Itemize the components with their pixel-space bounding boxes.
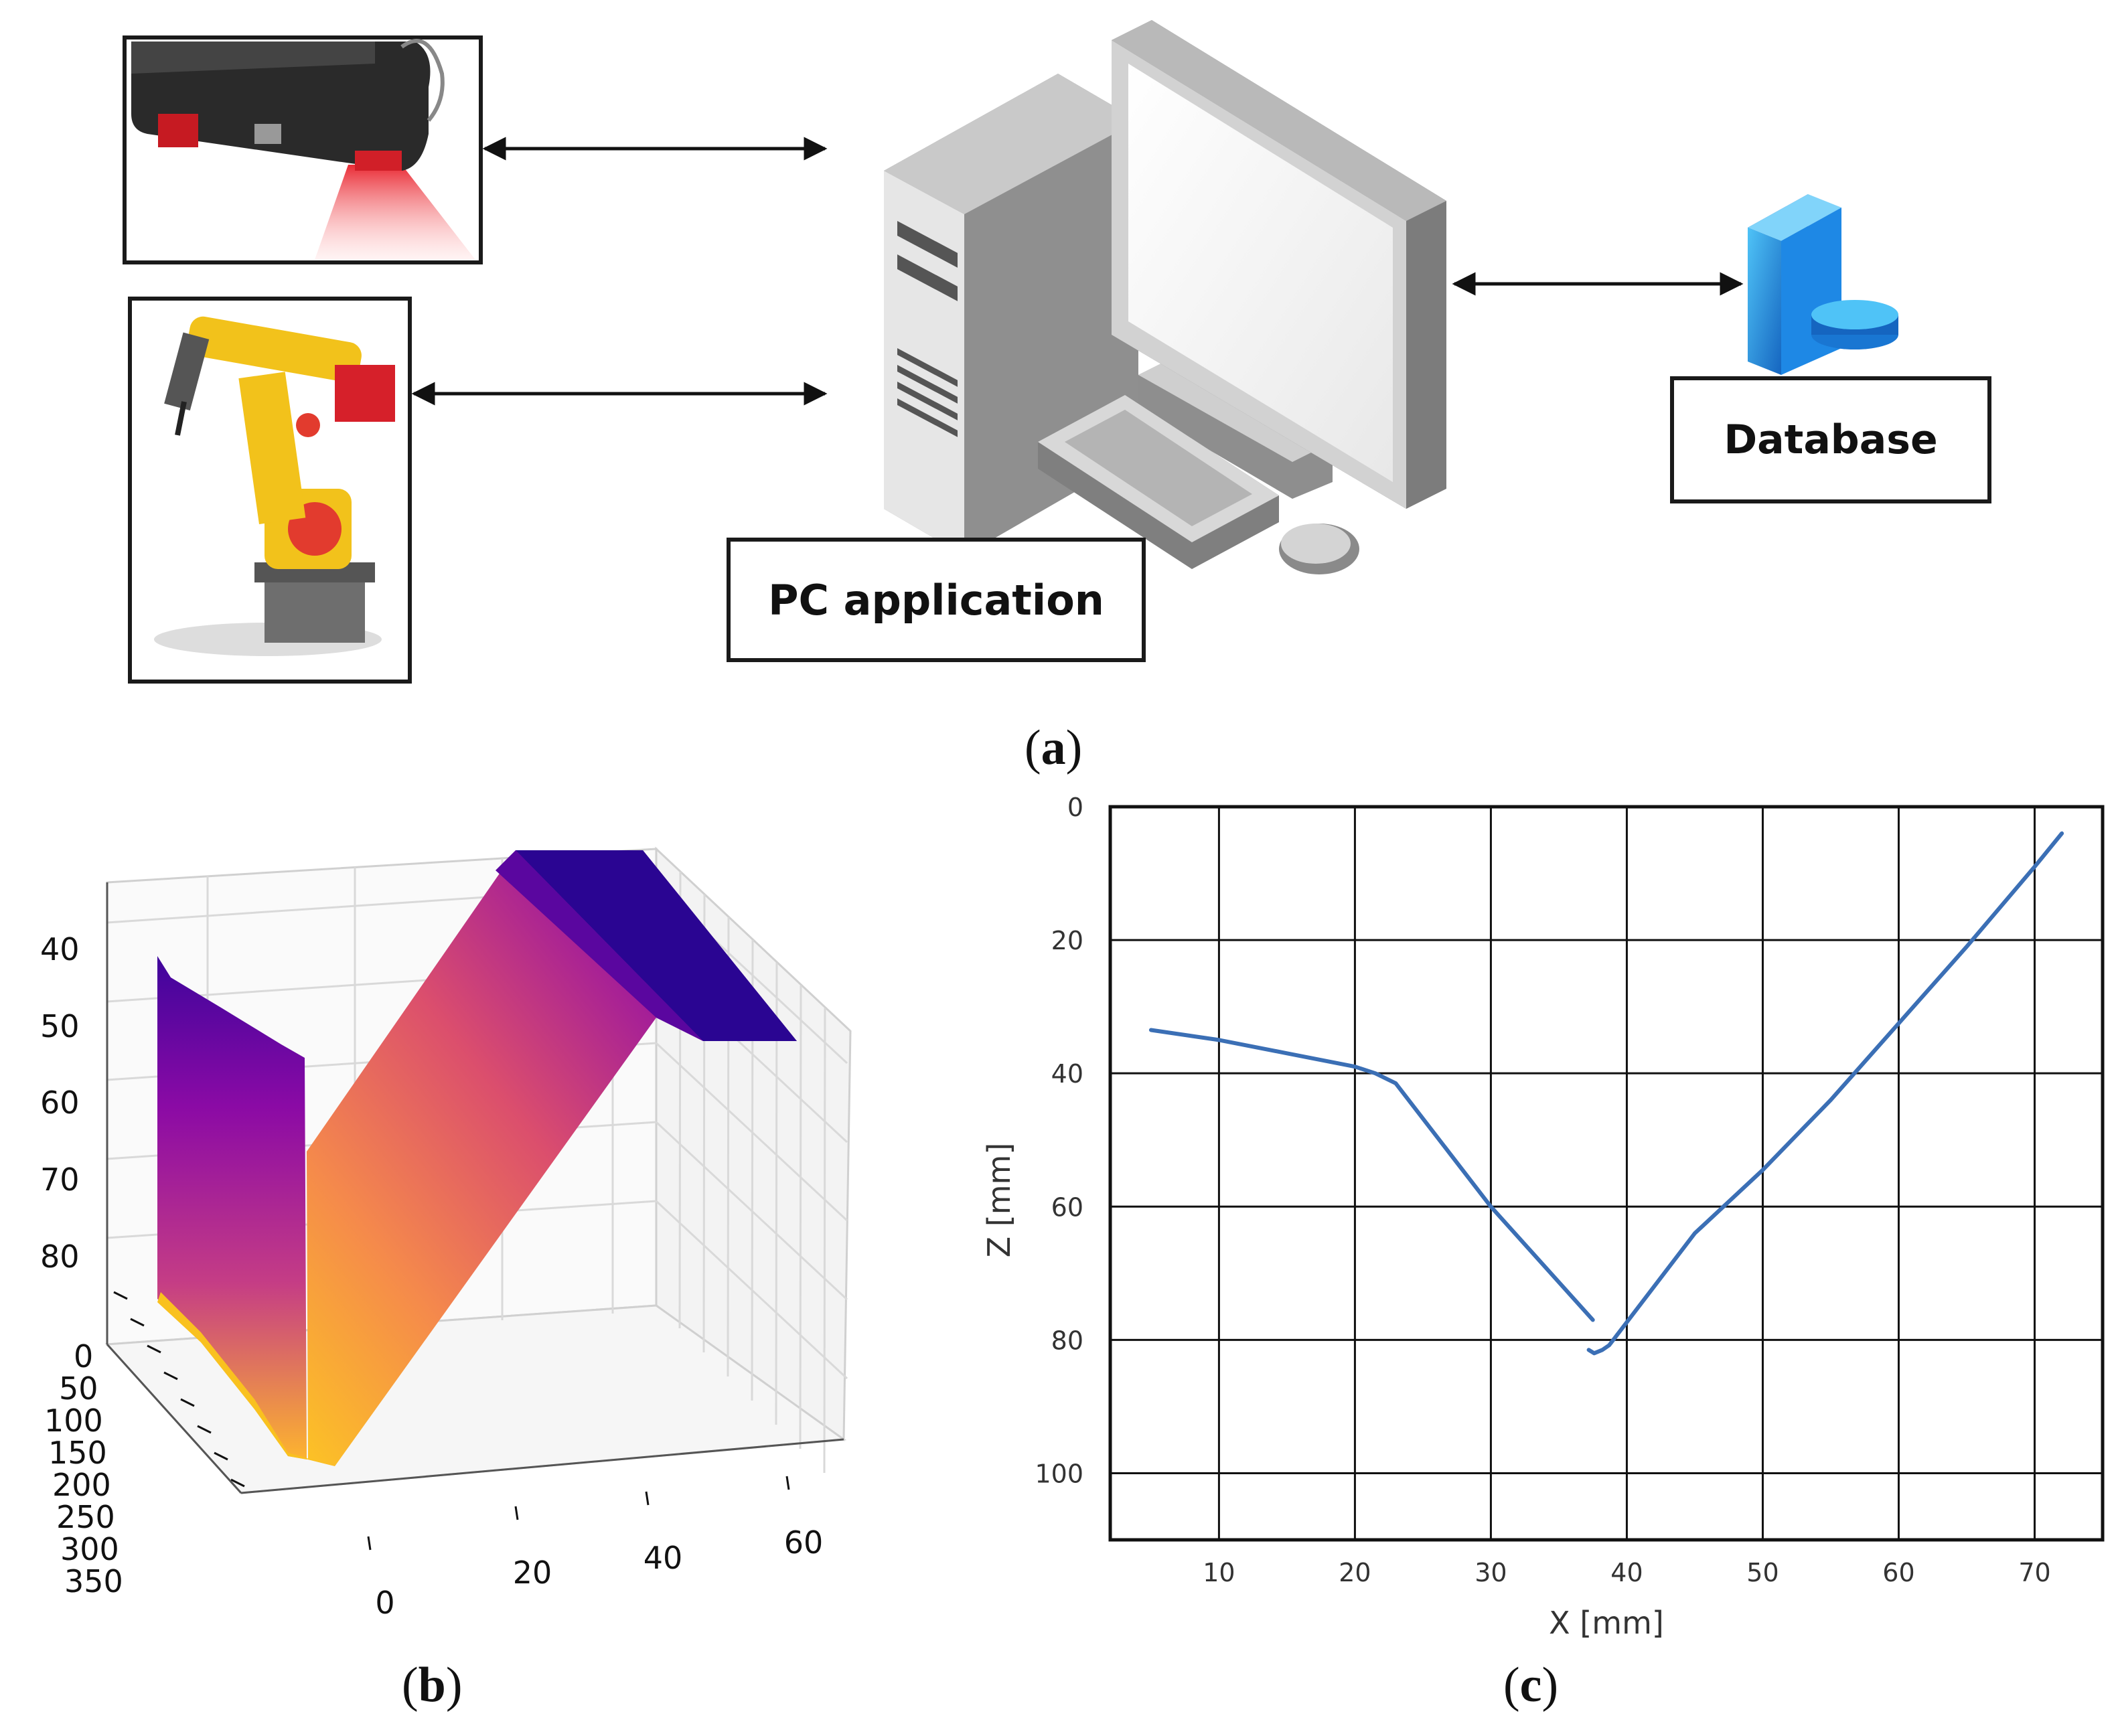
x-tick-label: 0 [375,1585,394,1621]
x-axis-label: X [mm] [1549,1605,1664,1641]
z-tick-label: 70 [40,1162,80,1198]
database-server-icon [1748,194,1898,375]
y-tick-mark [113,1291,128,1300]
z-tick-label: 50 [40,1008,80,1044]
pc-application-label: PC application [727,538,1146,662]
x-tick-mark [645,1491,650,1506]
line-chart: 10 20 30 40 50 60 70 0 20 40 60 80 100 X [mm] Z [mm] [981,793,2105,1641]
database-text: Database [1724,416,1938,463]
x-tick-label: 60 [1882,1558,1914,1587]
database-label: Database [1670,376,1991,503]
x-tick-label: 20 [1339,1558,1371,1587]
y-tick-mark [130,1318,145,1327]
pc-application-text: PC application [768,575,1104,625]
x-tick-label: 40 [644,1540,683,1576]
y-tick-label: 200 [52,1467,111,1503]
y-axis-label: Z [mm] [981,1143,1017,1258]
x-tick-label: 20 [513,1555,552,1591]
x-tick-label: 50 [1746,1558,1779,1587]
y-tick-label: 350 [64,1563,123,1599]
x-tick-mark [367,1536,372,1551]
y-tick-mark [214,1451,228,1461]
y-tick-label: 300 [60,1531,119,1567]
plot-frame [1108,805,2105,1542]
y-tick-label: 40 [1051,1059,1083,1089]
x-tick-label: 60 [784,1524,824,1561]
caption-c: (c) [1503,1658,1559,1713]
x-tick-label: 10 [1203,1558,1235,1587]
y-tick-label: 50 [59,1370,98,1407]
profile-series-1 [1148,1028,1595,1322]
laser-scanner-icon [123,35,483,264]
y-axis-line [106,1343,242,1494]
grid-line-y [823,1008,826,1474]
caption-b: (b) [402,1658,463,1713]
y-tick-label: 250 [56,1499,115,1535]
y-tick-label: 80 [1051,1326,1083,1355]
connection-arrows [411,137,1744,406]
caption-c-letter: c [1519,1658,1542,1713]
z-tick-label: 40 [40,931,80,967]
grid-line-y [799,985,802,1449]
x-tick-label: 70 [2018,1558,2050,1587]
y-tick-label: 150 [48,1435,107,1471]
y-tick-label: 0 [74,1338,93,1374]
y-tick-label: 100 [44,1403,103,1439]
welding-robot-icon [128,297,412,684]
y-tick-mark [230,1478,245,1488]
y-tick-mark [163,1371,178,1380]
computer-icon [884,20,1446,574]
y-tick-mark [197,1425,212,1434]
x-tick-mark [785,1476,790,1490]
z-tick-label: 80 [40,1239,80,1275]
y-tick-label: 20 [1051,926,1083,955]
y-tick-mark [147,1344,161,1354]
profile-series-2 [1586,831,2064,1356]
y-tick-mark [180,1398,195,1407]
z-tick-label: 60 [40,1085,80,1121]
y-tick-label: 100 [1035,1459,1083,1488]
caption-b-letter: b [418,1658,446,1713]
caption-a: (a) [1025,720,1083,775]
y-tick-label: 60 [1051,1192,1083,1222]
x-axis-line [240,1438,844,1494]
x-tick-label: 30 [1475,1558,1507,1587]
x-tick-label: 40 [1610,1558,1643,1587]
caption-a-letter: a [1041,720,1066,775]
y-tick-label: 0 [1067,793,1083,822]
x-tick-mark [514,1506,519,1520]
